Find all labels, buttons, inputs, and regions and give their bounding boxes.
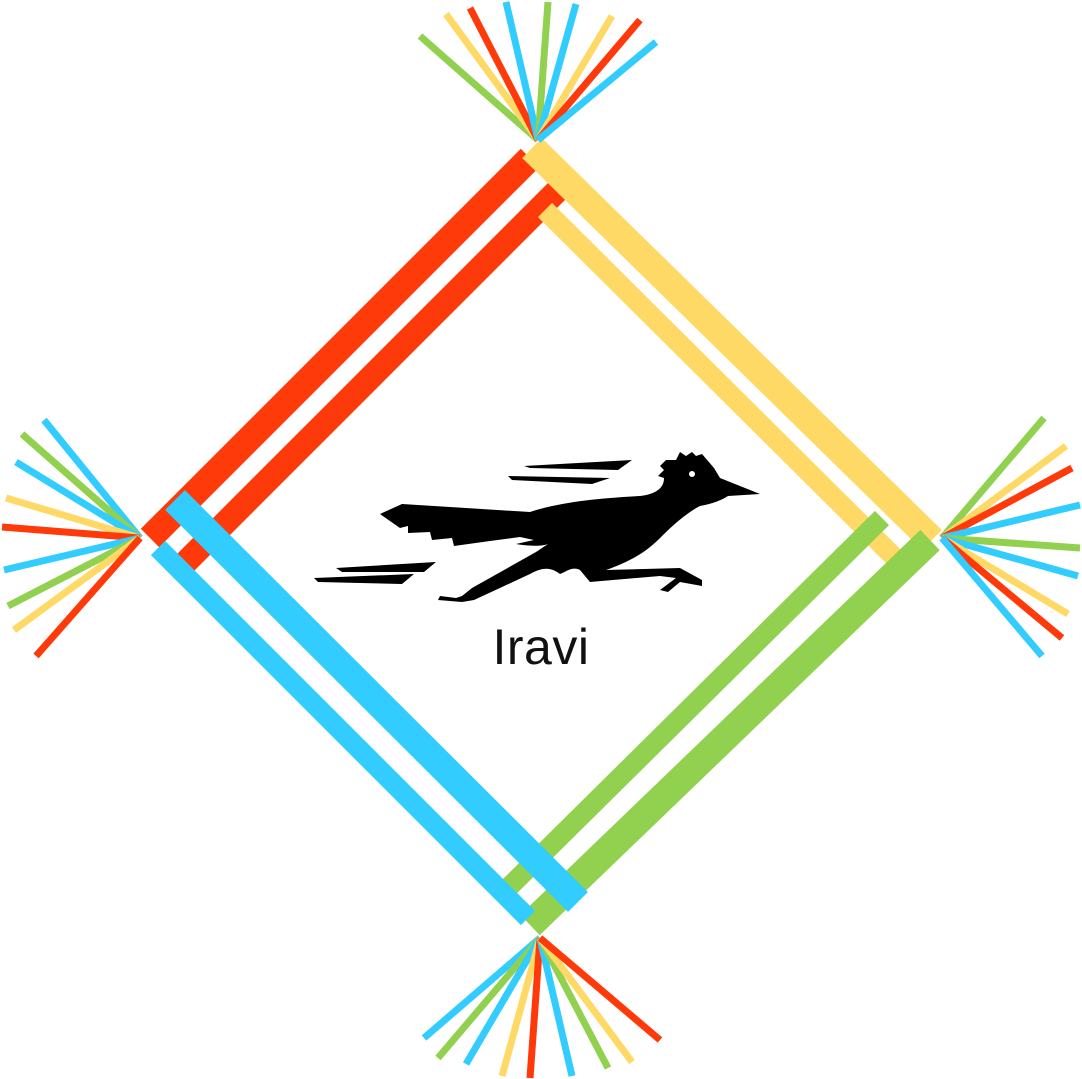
- feather: [466, 6, 542, 142]
- feather: [535, 39, 659, 143]
- frame-side-top-left: [140, 148, 569, 585]
- feather: [536, 936, 612, 1070]
- feather: [534, 1, 552, 141]
- speed-streak-upper: [524, 460, 632, 470]
- feather-fan-left: [1, 417, 143, 659]
- speed-streak-lower-2: [314, 574, 414, 584]
- bird-eye: [689, 471, 695, 477]
- feather: [3, 534, 141, 574]
- blue-bar-outer: [165, 490, 588, 912]
- feather-fan-bottom: [421, 935, 663, 1079]
- feather: [421, 935, 543, 1041]
- feather: [940, 464, 1074, 542]
- logo-wordmark: Iravi: [492, 619, 590, 675]
- feather: [417, 33, 541, 143]
- frame-side-bottom-right: [492, 510, 940, 936]
- feather: [939, 535, 1065, 641]
- frame-side-bottom-left: [150, 490, 588, 926]
- feather: [939, 415, 1047, 541]
- feather: [14, 459, 142, 541]
- feather-fan-right: [939, 415, 1081, 659]
- feather: [534, 3, 580, 141]
- feather: [939, 535, 1045, 659]
- feather: [498, 937, 544, 1077]
- feather: [939, 443, 1069, 541]
- blue-bar-inner: [150, 540, 536, 926]
- feather: [41, 417, 143, 541]
- feather: [1, 523, 141, 542]
- feather: [534, 14, 616, 142]
- yellow-bar-outer: [522, 138, 942, 550]
- feather: [6, 534, 142, 610]
- feather: [537, 935, 663, 1043]
- feather: [4, 494, 142, 542]
- frame-side-top-right: [522, 138, 942, 566]
- speed-streak-upper-2: [508, 476, 610, 484]
- bird-body: [380, 452, 760, 602]
- yellow-bar-inner: [537, 202, 903, 566]
- green-bar-inner: [492, 510, 890, 904]
- red-bar-inner: [163, 179, 569, 585]
- feather-fan-top: [417, 1, 659, 143]
- feather: [443, 11, 541, 143]
- feather: [11, 535, 143, 633]
- feather: [19, 431, 143, 541]
- feather: [941, 534, 1079, 580]
- red-bar-outer: [140, 148, 540, 548]
- roadrunner-icon: [314, 452, 760, 602]
- green-bar-outer: [520, 529, 940, 936]
- feather: [537, 935, 635, 1065]
- feather: [941, 501, 1081, 542]
- feather: [502, 1, 542, 141]
- feather: [940, 535, 1070, 617]
- feather: [435, 935, 543, 1061]
- feather: [462, 936, 544, 1066]
- feather: [526, 937, 544, 1079]
- feather: [941, 534, 1081, 552]
- feather: [536, 937, 576, 1077]
- speed-streak-lower: [336, 562, 436, 572]
- feather: [535, 17, 643, 143]
- feather: [33, 535, 143, 659]
